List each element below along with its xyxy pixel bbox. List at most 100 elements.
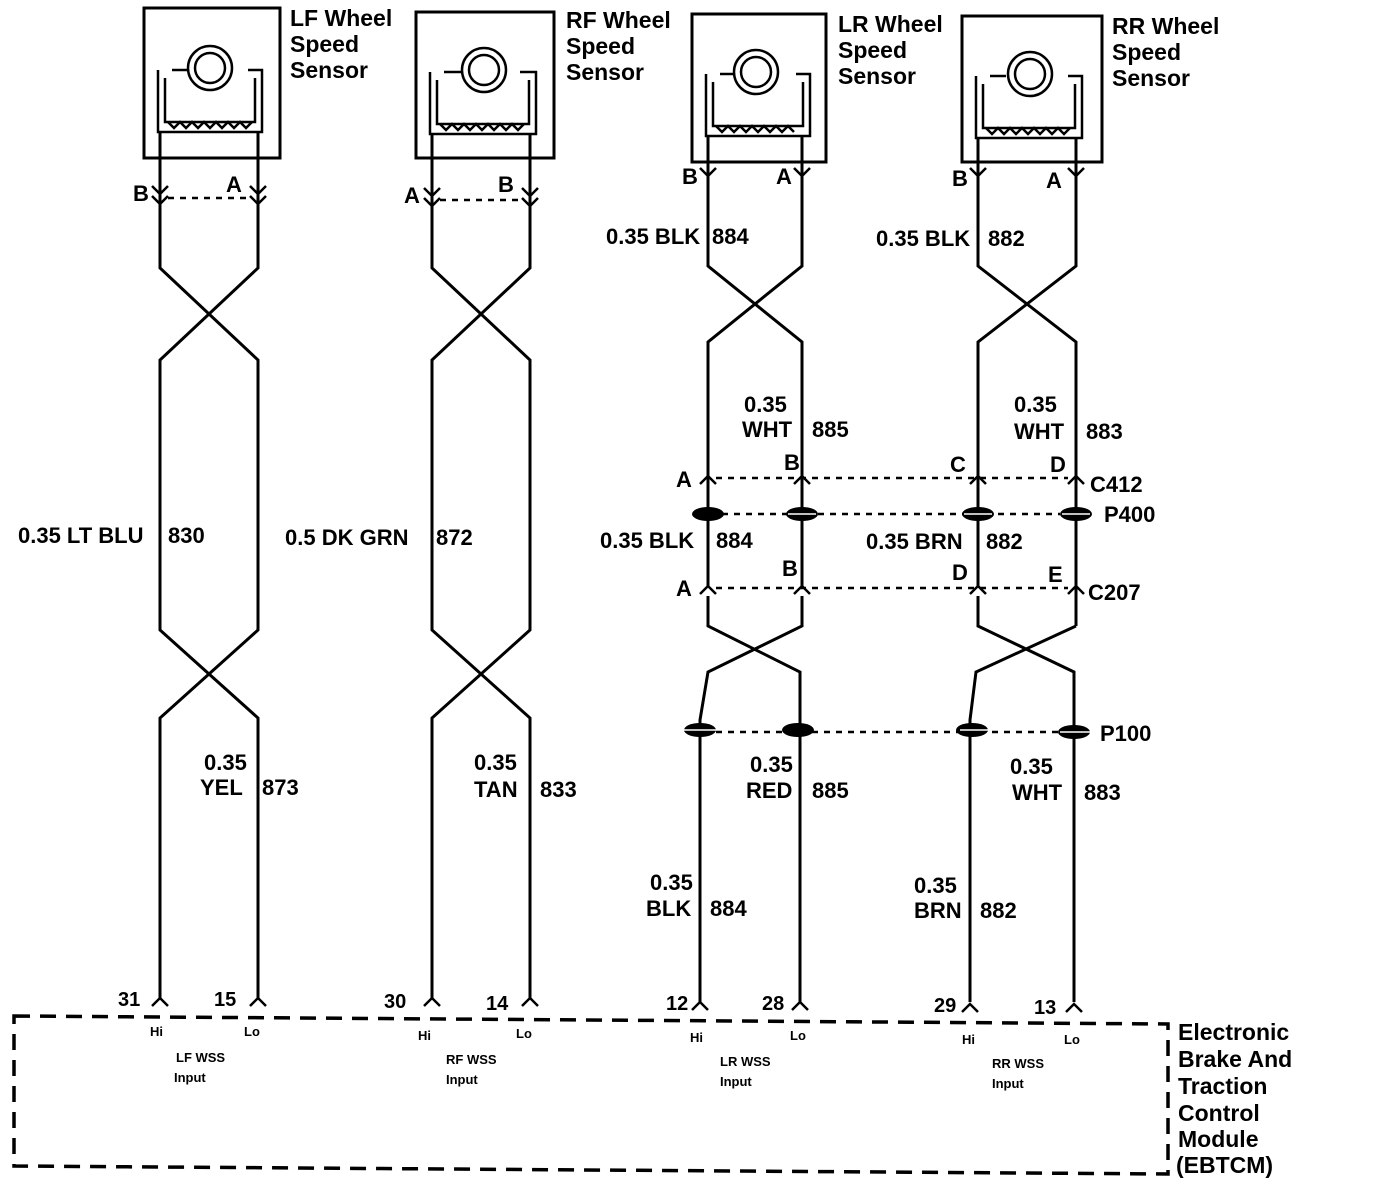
lf-twisted-pair [151,132,267,1000]
c412-pin-c: C [950,452,966,477]
rr-mid-gauge: 0.35 BRN [866,529,963,554]
module-pin-12: 12 [666,993,688,1015]
rr-top-gauge: 0.35 BLK [876,226,970,251]
lf-lower-circuit: 873 [262,775,299,800]
lr-wht-gauge: 0.35 [744,392,787,417]
lf-lower-color: YEL [200,775,243,800]
lf-sensor-line1: LF Wheel [290,5,392,31]
rr-wht-color: WHT [1014,419,1065,444]
rr-brn-circuit: 882 [980,898,1017,923]
module-pin-13: 13 [1034,997,1056,1019]
splice-p100 [684,723,1090,739]
rf-wss-line2: Input [446,1072,478,1087]
module-line5: Module [1178,1126,1259,1152]
module-pin-29: 29 [934,995,956,1017]
lf-upper-gauge: 0.35 LT BLU [18,523,144,548]
lr-wht-circuit: 885 [812,417,849,442]
rr-wht-circuit: 883 [1086,419,1123,444]
lf-wheel-speed-sensor [142,6,282,160]
module-pin-28: 28 [762,993,784,1015]
lr-wss-line2: Input [720,1074,752,1089]
lr-wss-line1: LR WSS [720,1054,771,1069]
lr-top-gauge: 0.35 BLK [606,224,700,249]
rf-pin-a: A [404,183,420,208]
rf-hi-label: Hi [418,1028,431,1043]
c207-label: C207 [1088,580,1141,605]
module-pin-14: 14 [486,993,509,1015]
rr-wss-line1: RR WSS [992,1056,1044,1071]
rr-wht2-gauge: 0.35 [1010,754,1053,779]
rr-sensor-line3: Sensor [1112,65,1190,91]
lf-wss-line2: Input [174,1070,206,1085]
rr-sensor-line1: RR Wheel [1112,13,1219,39]
c207-pin-a: A [676,576,692,601]
lr-wheel-speed-sensor [690,12,828,164]
lf-sensor-line2: Speed [290,31,359,57]
rr-pin-b: B [952,166,968,191]
rr-wht2-color: WHT [1012,780,1063,805]
lr-blk-circuit: 884 [710,896,747,921]
module-line6: (EBTCM) [1176,1152,1273,1178]
rf-sensor-line3: Sensor [566,59,644,85]
lr-top-circuit: 884 [712,224,749,249]
module-pin-30: 30 [384,991,406,1013]
rf-twisted-pair [423,134,539,1000]
lf-lo-label: Lo [244,1024,260,1039]
lf-sensor-line3: Sensor [290,57,368,83]
rr-wss-line2: Input [992,1076,1024,1091]
lr-mid-gauge: 0.35 BLK [600,528,694,553]
rr-wht2-circuit: 883 [1084,780,1121,805]
module-line3: Traction [1178,1073,1267,1099]
c412-pin-a: A [676,467,692,492]
rr-top-circuit: 882 [988,226,1025,251]
lr-pin-a: A [776,164,792,189]
rr-pin-a: A [1046,168,1062,193]
lr-red-gauge: 0.35 [750,752,793,777]
splice-p400 [692,507,1092,521]
rr-sensor-line2: Speed [1112,39,1181,65]
lf-hi-label: Hi [150,1024,163,1039]
rf-pin-b: B [498,172,514,197]
module-pin-31: 31 [118,989,140,1011]
lf-pin-b: B [133,181,149,206]
c412-label: C412 [1090,472,1143,497]
rf-upper-circuit: 872 [436,525,473,550]
ebtcm-module-outline [12,1014,1170,1176]
p400-label: P400 [1104,502,1155,527]
lr-sensor-line3: Sensor [838,63,916,89]
p100-label: P100 [1100,721,1151,746]
module-line1: Electronic [1178,1019,1289,1045]
lr-red-circuit: 885 [812,778,849,803]
lf-upper-circuit: 830 [168,523,205,548]
c412-pin-d: D [1050,452,1066,477]
lr-mid-circuit: 884 [716,528,753,553]
lr-hi-label: Hi [690,1030,703,1045]
lf-lower-gauge: 0.35 [204,750,247,775]
module-pin-arrows [151,996,1083,1013]
lr-wht-color: WHT [742,417,793,442]
lr-lo-label: Lo [790,1028,806,1043]
lr-twisted-pair [698,136,811,1002]
rr-hi-label: Hi [962,1032,975,1047]
lr-blk-gauge: 0.35 [650,870,693,895]
rr-wheel-speed-sensor [960,14,1104,164]
rr-lo-label: Lo [1064,1032,1080,1047]
rr-brn-gauge: 0.35 [914,873,957,898]
rf-lo-label: Lo [516,1026,532,1041]
lf-wss-line1: LF WSS [176,1050,225,1065]
rr-mid-circuit: 882 [986,529,1023,554]
lr-blk-color: BLK [646,896,691,921]
c412-pin-b: B [784,450,800,475]
lr-red-color: RED [746,778,792,803]
c207-pin-e: E [1048,562,1063,587]
rr-brn-color: BRN [914,898,962,923]
module-line2: Brake And [1178,1046,1292,1072]
rf-upper-gauge: 0.5 DK GRN [285,525,408,550]
lf-pin-a: A [226,172,242,197]
lr-pin-b: B [682,164,698,189]
rr-wht-gauge: 0.35 [1014,392,1057,417]
rf-lower-gauge: 0.35 [474,750,517,775]
module-pin-15: 15 [214,989,236,1011]
rf-sensor-line1: RF Wheel [566,7,671,33]
